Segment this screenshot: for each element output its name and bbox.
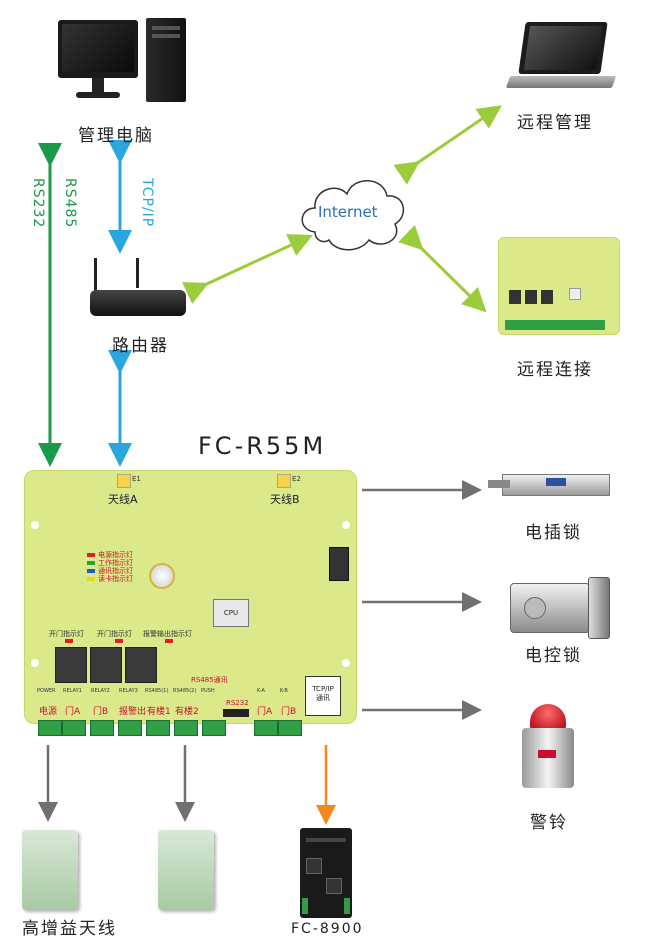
tcpip-port: TCP/IP 通讯 xyxy=(305,676,341,716)
terminal-top-5: RS485(2) xyxy=(173,688,197,694)
terminal-block xyxy=(202,720,226,736)
terminal-name-1: 门A xyxy=(65,707,81,717)
pc-icon xyxy=(58,18,198,108)
relay-label-2: 开门指示灯 xyxy=(97,630,132,638)
terminal-block xyxy=(174,720,198,736)
terminal-name-7: 门A xyxy=(257,707,273,717)
terminal-block xyxy=(118,720,142,736)
terminal-name-0: 电源 xyxy=(39,707,58,717)
remote-connect-label: 远程连接 xyxy=(517,360,593,380)
internet-cloud-icon xyxy=(301,180,405,251)
internet-remote-manage-arrow xyxy=(393,105,502,185)
terminal-name-3: 报警出 xyxy=(119,707,147,717)
terminal-name-5: 有楼2 xyxy=(175,707,199,717)
relay-1 xyxy=(55,647,87,683)
cpu-chip: CPU xyxy=(213,599,249,627)
terminal-top-8: K-B xyxy=(280,688,288,694)
alarm-bell-icon xyxy=(518,700,578,792)
terminal-top-0: POWER xyxy=(37,688,56,694)
rs485-comm-label: RS485通讯 xyxy=(191,676,228,684)
antenna-1-icon xyxy=(22,830,78,910)
terminal-top-3: RELAY3 xyxy=(119,688,138,694)
remote-board-icon xyxy=(498,237,620,335)
terminal-block xyxy=(90,720,114,736)
relay-3 xyxy=(125,647,157,683)
terminal-block xyxy=(38,720,62,736)
laptop-icon xyxy=(505,22,618,94)
router-label: 路由器 xyxy=(112,336,169,356)
electric-bolt-icon xyxy=(488,470,618,500)
electric-lock-label: 电控锁 xyxy=(525,646,582,666)
internet-label: Internet xyxy=(318,203,378,221)
terminal-top-4: RS485(1) xyxy=(145,688,169,694)
led-work-label: 工作指示灯 xyxy=(98,559,133,567)
led-comm-label: 通讯指示灯 xyxy=(98,567,133,575)
remote-manage-label: 远程管理 xyxy=(517,113,593,133)
antenna-2-icon xyxy=(158,830,214,910)
led-read-label: 读卡指示灯 xyxy=(98,575,133,583)
relay-label-1: 开门指示灯 xyxy=(49,630,84,638)
tcpip-label: TCP/IP xyxy=(139,178,155,228)
terminal-top-1: RELAY1 xyxy=(63,688,82,694)
e1-label: E1 xyxy=(132,475,141,483)
relay-label-3: 报警输出指示灯 xyxy=(143,630,192,638)
battery-icon xyxy=(149,563,175,589)
fc-r55m-board: E1 天线A E2 天线B 电源指示灯 工作指示灯 通讯指示灯 读卡指示灯 CP… xyxy=(24,470,357,724)
terminal-name-2: 门B xyxy=(93,707,109,717)
terminal-name-4: 有楼1 xyxy=(147,707,171,717)
terminal-top-2: RELAY2 xyxy=(91,688,110,694)
terminal-block xyxy=(278,720,302,736)
internet-remote-connect-arrow xyxy=(398,225,487,313)
pc-label: 管理电脑 xyxy=(78,126,154,146)
led-power-label: 电源指示灯 xyxy=(98,551,133,559)
fc8900-label: FC-8900 xyxy=(291,921,364,937)
terminal-block xyxy=(146,720,170,736)
electric-bolt-label: 电插锁 xyxy=(525,523,582,543)
e2-label: E2 xyxy=(292,475,301,483)
antenna-b-label: 天线B xyxy=(270,493,300,506)
alarm-bell-label: 警铃 xyxy=(530,813,568,833)
terminal-block xyxy=(62,720,86,736)
router-icon xyxy=(90,258,190,320)
router-internet-arrow xyxy=(182,234,313,304)
rs232-label: RS232 xyxy=(30,178,46,229)
terminal-block xyxy=(254,720,278,736)
electric-lock-icon xyxy=(510,575,610,639)
rs232-board-label: RS232 xyxy=(226,699,249,707)
antenna-a-label: 天线A xyxy=(108,493,138,506)
relay-2 xyxy=(90,647,122,683)
terminal-name-8: 门B xyxy=(281,707,297,717)
fc8900-board-icon xyxy=(300,828,352,918)
terminal-top-6: PUSH xyxy=(201,688,215,694)
rs485-label: RS485 xyxy=(62,178,78,229)
high-gain-antenna-label: 高增益天线 xyxy=(22,919,117,939)
board-title: FC-R55M xyxy=(198,432,327,460)
terminal-top-7: K-A xyxy=(257,688,265,694)
